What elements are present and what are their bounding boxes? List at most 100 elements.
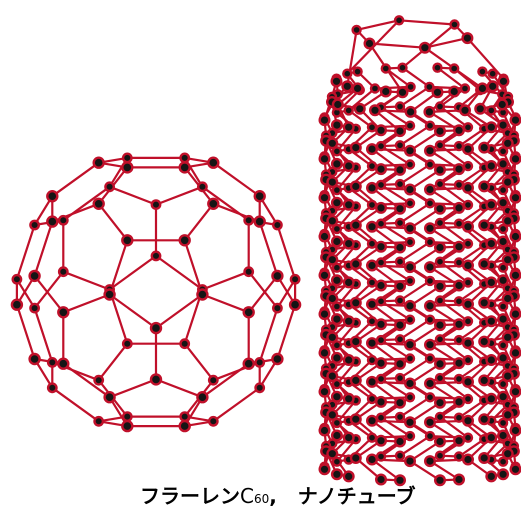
nanotube-atom	[326, 370, 339, 383]
nanotube-atom	[394, 163, 407, 176]
nanotube-atom	[330, 390, 343, 403]
nanotube-atom	[424, 314, 436, 325]
nanotube-atom	[434, 202, 447, 215]
nanotube-atom	[330, 468, 343, 481]
nanotube-atom	[342, 470, 355, 483]
nanotube-atom	[394, 202, 407, 215]
nanotube-atom	[375, 218, 387, 229]
nanotube-atom	[393, 15, 405, 26]
nanotube-atom	[331, 98, 344, 111]
fullerene-bond	[154, 293, 204, 330]
nanotube-atom	[485, 237, 498, 250]
nanotube-atom	[366, 220, 379, 233]
fullerene-atom	[92, 156, 105, 169]
nanotube-atom	[453, 318, 466, 331]
nanotube-atom	[366, 432, 378, 443]
nanotube-atom	[424, 392, 436, 403]
fullerene-atom	[92, 197, 105, 211]
nanotube-bond	[398, 85, 431, 108]
nanotube-atom	[349, 180, 362, 193]
nanotube-atom	[501, 292, 514, 305]
nanotube-atom	[318, 463, 331, 476]
nanotube-atom	[462, 181, 475, 194]
nanotube-atom	[501, 176, 514, 189]
fullerene-atom	[46, 215, 59, 228]
caption-subscript: 60	[253, 492, 270, 506]
nanotube-atom	[509, 346, 521, 359]
nanotube-atom	[342, 354, 355, 367]
nanotube-atom	[434, 256, 446, 267]
nanotube-atom	[366, 375, 379, 388]
nanotube-atom	[404, 159, 416, 170]
fullerene-atom	[57, 306, 70, 319]
nanotube-atom	[366, 160, 378, 172]
nanotube-atom	[434, 241, 447, 254]
nanotube-atom	[453, 218, 465, 229]
nanotube-bond	[398, 435, 432, 457]
nanotube-atom	[330, 274, 343, 287]
nanotube-atom	[343, 105, 354, 116]
fullerene-bond	[154, 254, 204, 291]
nanotube-atom	[404, 236, 416, 248]
nanotube-atom	[342, 276, 355, 289]
nanotube-atom	[342, 237, 355, 250]
nanotube-atom	[349, 219, 362, 232]
fullerene-atom	[288, 298, 302, 311]
nanotube-atom	[349, 296, 362, 309]
nanotube-atom	[462, 316, 474, 327]
nanotube-atom	[497, 196, 510, 209]
nanotube-atom	[394, 319, 407, 332]
nanotube-atom	[453, 140, 465, 152]
nanotube-atom	[318, 230, 331, 243]
nanotube-atom	[394, 241, 407, 254]
fullerene-atom	[46, 189, 59, 203]
fullerene-atom	[196, 288, 209, 301]
nanotube-atom	[404, 261, 417, 274]
fullerene-atom	[253, 215, 266, 228]
fullerene-c60-model	[10, 152, 302, 433]
fullerene-bond	[201, 362, 250, 399]
fullerene-atom	[150, 250, 162, 262]
fullerene-bond	[15, 303, 36, 361]
nanotube-atom	[375, 257, 387, 268]
nanotube-atom	[497, 429, 510, 442]
nanotube-atom	[462, 143, 475, 156]
fullerene-atom	[149, 321, 163, 335]
nanotube-atom	[497, 119, 510, 132]
nanotube-atom	[330, 196, 343, 209]
nanotube-atom	[331, 223, 343, 235]
nanotube-atom	[331, 301, 343, 312]
nanotube-atom	[497, 456, 509, 467]
fullerene-atom	[29, 219, 40, 231]
fullerene-atom	[253, 189, 266, 203]
fullerene-atom	[178, 419, 191, 433]
nanotube-atom	[497, 468, 510, 481]
nanotube-bond	[401, 66, 431, 89]
nanotube-atom	[509, 230, 521, 243]
nanotube-atom	[394, 178, 406, 190]
nanotube-atom	[462, 259, 475, 272]
fullerene-atom	[121, 338, 133, 350]
nanotube-atom	[434, 411, 446, 423]
nanotube-atom	[462, 238, 474, 249]
nanotube-atom	[485, 315, 498, 328]
nanotube-atom	[375, 412, 387, 423]
fullerene-atom	[93, 415, 105, 427]
nanotube-atom	[477, 66, 488, 77]
nanotube-atom	[424, 377, 437, 390]
fullerene-bond	[108, 185, 158, 206]
nanotube-atom	[394, 256, 406, 267]
nanotube-atom	[434, 163, 447, 176]
nanotube-atom	[497, 340, 509, 351]
nanotube-atom	[434, 101, 446, 112]
fullerene-bond	[247, 274, 279, 314]
nanotube-atom	[453, 451, 465, 462]
fullerene-atom	[103, 391, 116, 404]
nanotube-atom	[476, 82, 489, 95]
nanotube-atom	[369, 83, 381, 94]
nanotube-atom	[478, 141, 491, 154]
nanotube-atom	[496, 98, 509, 111]
nanotube-atom	[366, 238, 378, 249]
nanotube-atom	[424, 120, 436, 131]
